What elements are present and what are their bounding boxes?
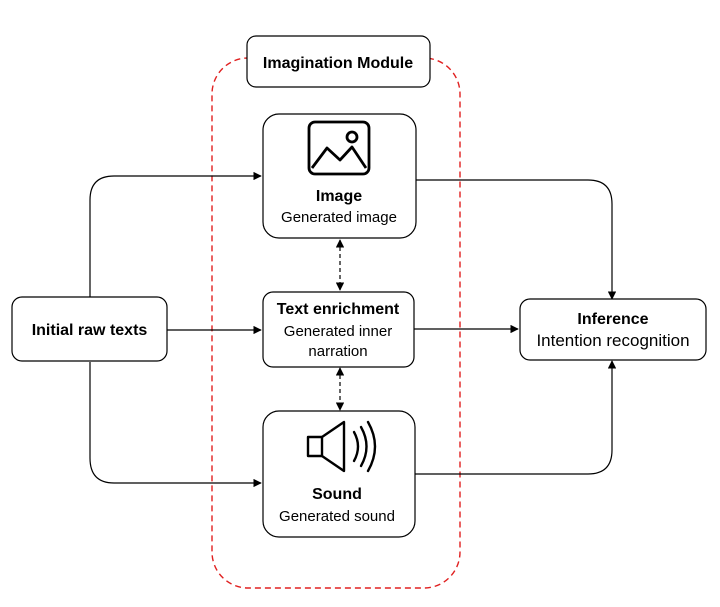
- connectors: [89, 171, 617, 488]
- node-sound-subtitle: Generated sound: [279, 508, 395, 525]
- node-inference-title: Inference: [577, 311, 648, 328]
- node-text-enrichment-subtitle-2: narration: [308, 343, 367, 360]
- imagination-module-label: Imagination Module: [246, 35, 431, 88]
- node-sound: Sound Generated sound: [262, 410, 416, 538]
- edge-input-to-sound: [89, 362, 262, 488]
- node-image-subtitle: Generated image: [281, 209, 397, 226]
- node-text-enrichment-subtitle-1: Generated inner: [284, 323, 392, 340]
- node-text-enrichment-title: Text enrichment: [277, 301, 400, 318]
- node-initial-raw-texts: Initial raw texts: [11, 296, 168, 362]
- node-initial-raw-texts-title: Initial raw texts: [32, 322, 148, 339]
- node-sound-title: Sound: [312, 486, 362, 503]
- edge-image-to-inference: [416, 179, 617, 300]
- node-image: Image Generated image: [262, 113, 417, 239]
- node-inference: Inference Intention recognition: [519, 298, 707, 361]
- image-icon: [307, 120, 371, 176]
- speaker-icon: [306, 420, 377, 473]
- node-inference-subtitle: Intention recognition: [536, 331, 689, 350]
- imagination-module-title: Imagination Module: [263, 55, 413, 72]
- edge-sound-to-inference: [415, 360, 617, 475]
- edge-input-to-image: [89, 171, 262, 297]
- node-image-title: Image: [316, 188, 362, 205]
- imagination-module-boundary: [211, 57, 461, 589]
- node-text-enrichment: Text enrichment Generated inner narratio…: [262, 291, 415, 368]
